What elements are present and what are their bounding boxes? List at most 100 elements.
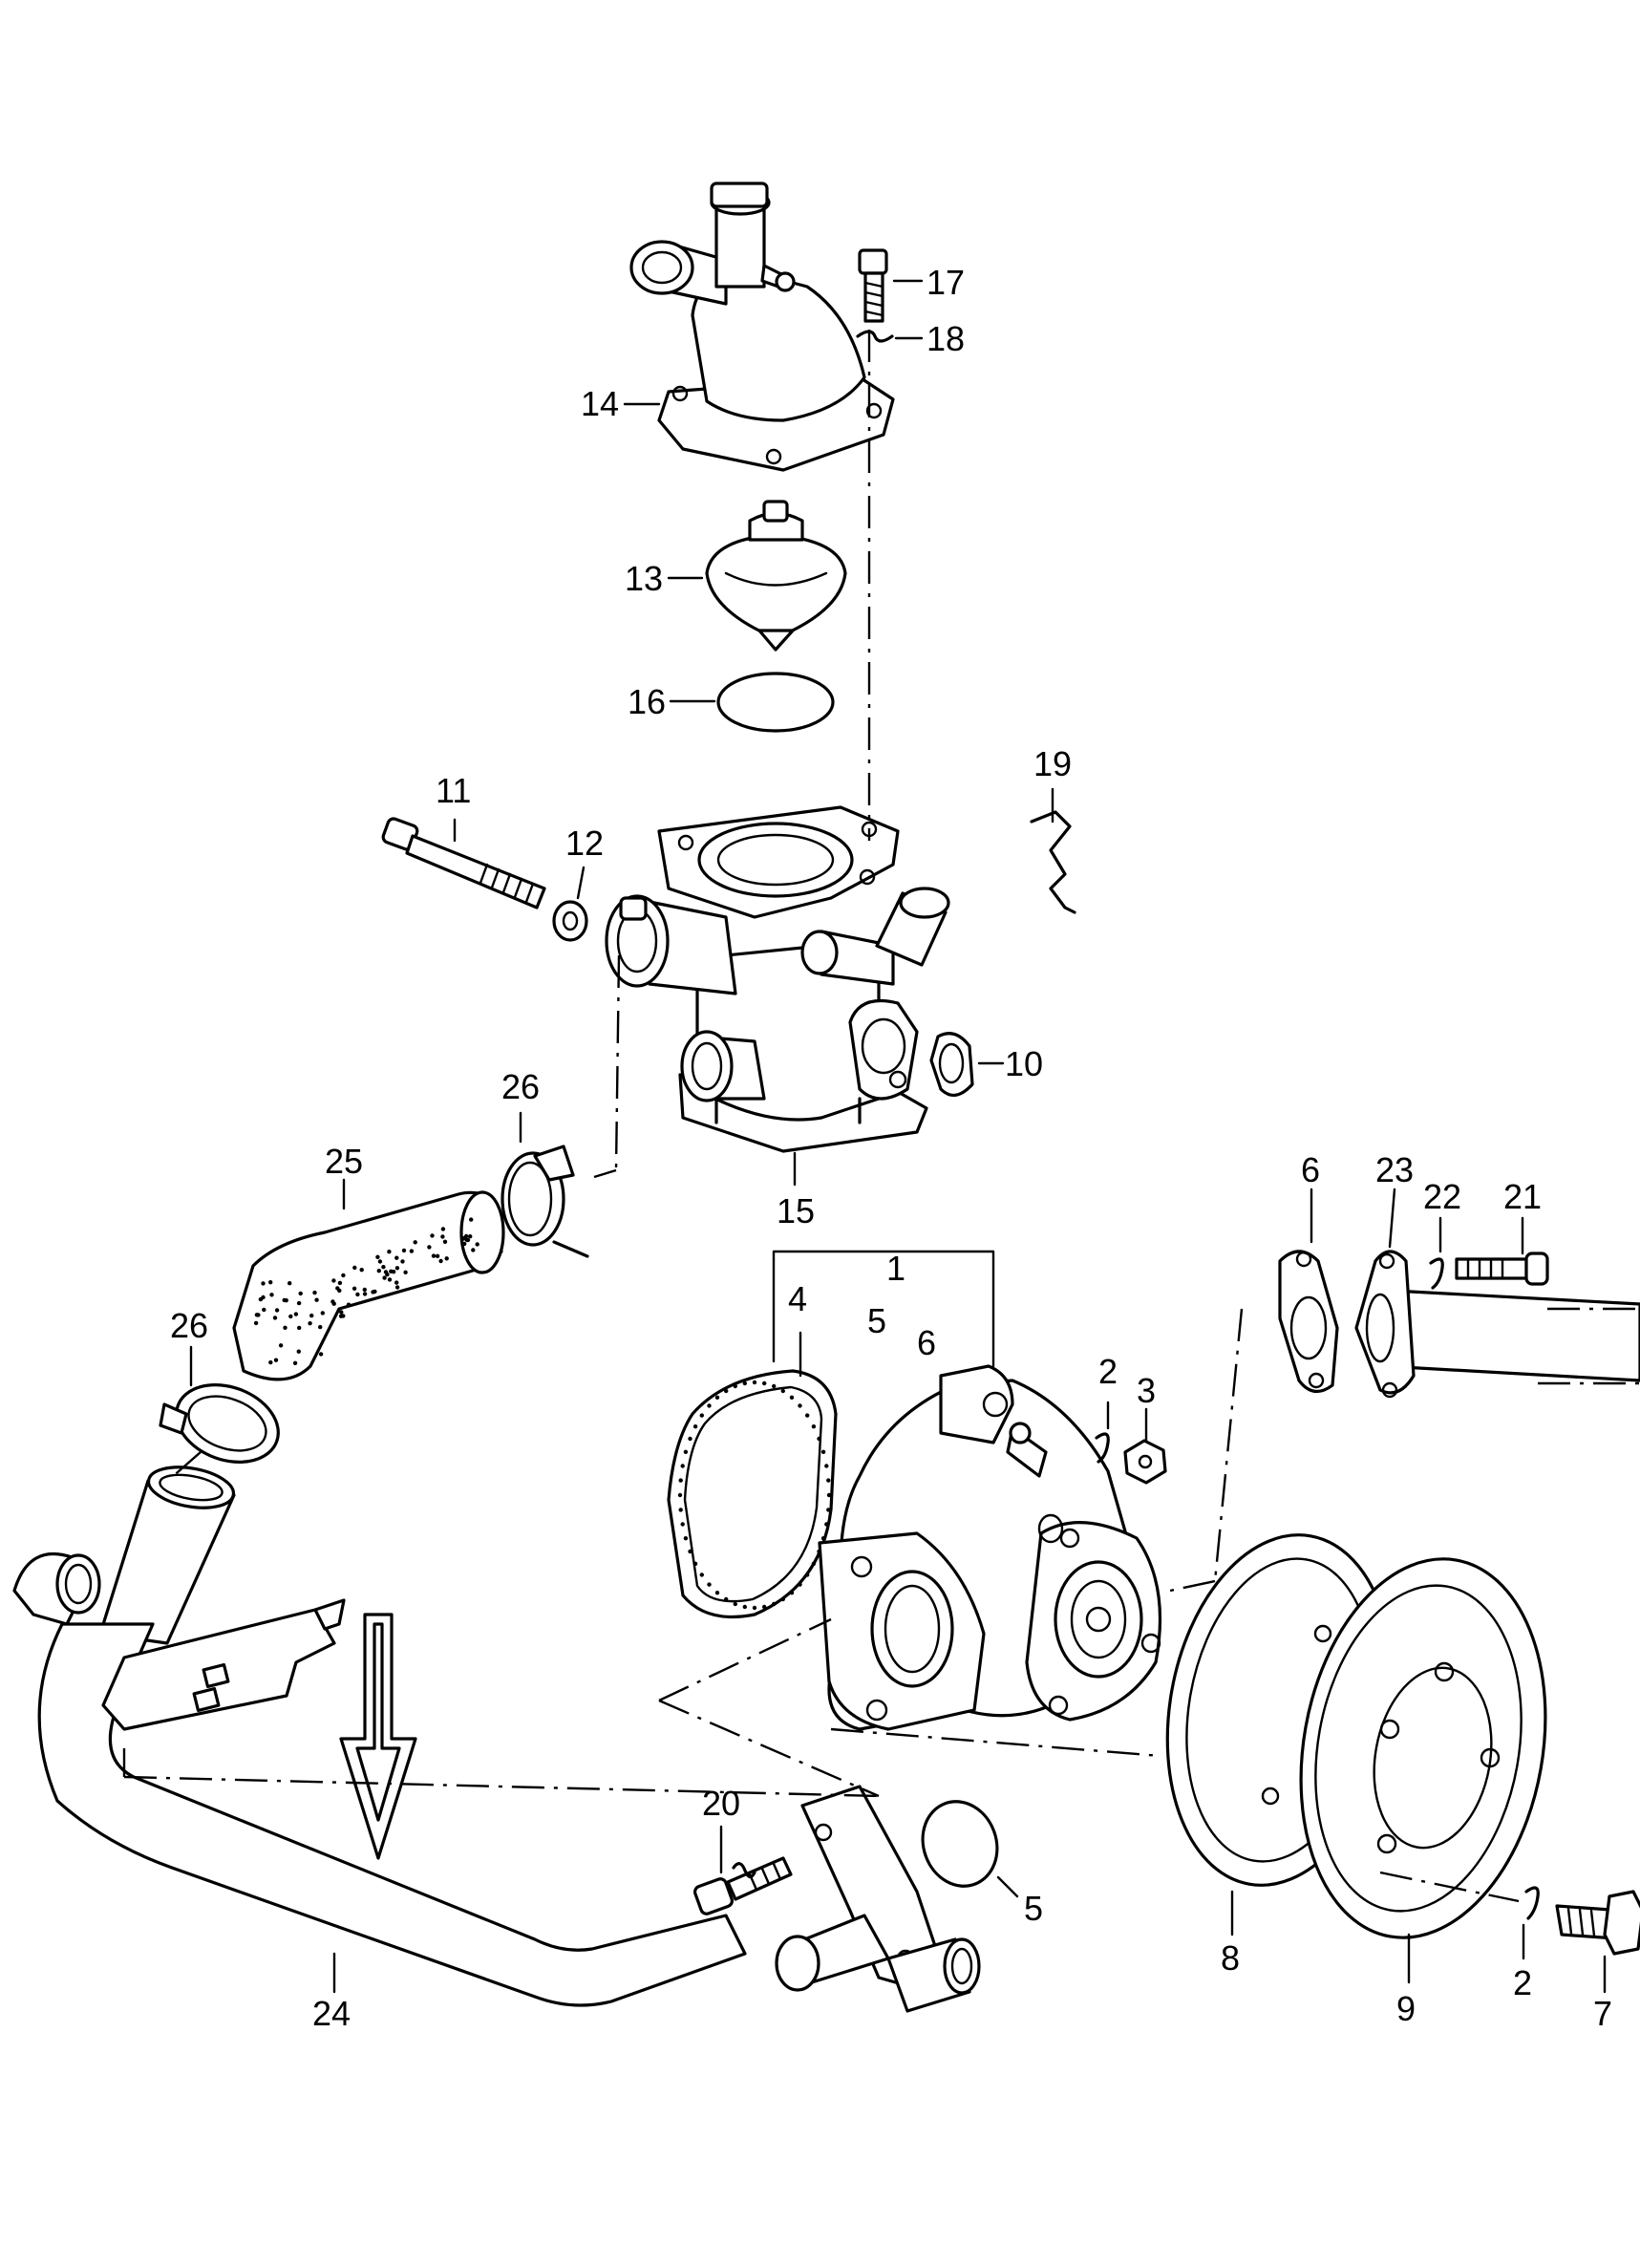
- stipple-dot: [820, 1536, 826, 1541]
- stipple-dot: [427, 1245, 432, 1250]
- stipple-dot: [273, 1358, 279, 1362]
- stipple-dot: [346, 1302, 351, 1307]
- stipple-dot: [355, 1292, 360, 1297]
- coolant-pipe: [12, 1466, 981, 2013]
- stipple-dot: [387, 1277, 393, 1282]
- stipple-dot: [292, 1360, 298, 1366]
- stipple-dot: [688, 1549, 692, 1554]
- label-part-3: 3: [1137, 1371, 1156, 1410]
- stipple-dot: [272, 1316, 278, 1320]
- stipple-dot: [463, 1233, 469, 1239]
- front-pulley: [1299, 1557, 1547, 1939]
- stipple-dot: [780, 1388, 785, 1394]
- stipple-dot: [752, 1605, 757, 1611]
- stipple-dot: [762, 1604, 767, 1610]
- stipple-dot: [826, 1478, 831, 1483]
- stipple-dot: [680, 1522, 685, 1527]
- stipple-dot: [826, 1508, 831, 1512]
- hose-texture: [253, 1217, 479, 1366]
- stipple-dot: [707, 1582, 712, 1587]
- stipple-dot: [341, 1273, 346, 1278]
- stipple-dot: [268, 1359, 273, 1365]
- pipe-bolt: [692, 1856, 793, 1915]
- stipple-dot: [440, 1227, 446, 1231]
- stipple-dot: [351, 1286, 357, 1292]
- part-labels: 14 13 16 17 18 11 12 19 10 15 26 25 26 1…: [170, 263, 1612, 2033]
- stipple-dot: [683, 1536, 689, 1541]
- label-part-15: 15: [777, 1191, 815, 1230]
- flat-washer: [552, 900, 588, 942]
- label-part-4: 4: [788, 1279, 807, 1318]
- stipple-dot: [699, 1413, 704, 1418]
- stipple-dot: [383, 1270, 389, 1274]
- stipple-dot: [352, 1265, 357, 1271]
- stipple-dot: [471, 1248, 476, 1252]
- label-part-11: 11: [436, 771, 471, 810]
- stipple-dot: [331, 1278, 336, 1283]
- stipple-dot: [772, 1601, 777, 1607]
- flange-pipe: [1354, 1250, 1640, 1399]
- stipple-dot: [387, 1250, 392, 1254]
- label-part-22: 22: [1423, 1177, 1461, 1216]
- stipple-dot: [683, 1449, 689, 1455]
- stipple-dot: [381, 1265, 386, 1270]
- stipple-dot: [308, 1321, 312, 1326]
- label-part-25: 25: [325, 1142, 363, 1181]
- stipple-dot: [312, 1290, 317, 1295]
- stipple-dot: [296, 1300, 302, 1306]
- stipple-dot: [798, 1403, 802, 1408]
- stipple-dot: [714, 1591, 720, 1595]
- label-part-2-lower: 2: [1513, 1963, 1532, 2002]
- stipple-dot: [338, 1314, 344, 1318]
- stipple-dot: [692, 1561, 698, 1567]
- label-part-6-lower: 6: [1301, 1150, 1320, 1189]
- stipple-dot: [331, 1301, 336, 1306]
- pipe-o-ring: [921, 1800, 999, 1888]
- pump-gasket-texture: [677, 1380, 832, 1611]
- stipple-dot: [293, 1312, 299, 1316]
- coolant-hose: [232, 1190, 505, 1381]
- hose-clamp-lower: [159, 1383, 280, 1464]
- label-part-26-lower: 26: [170, 1306, 208, 1345]
- leader-lines: [189, 279, 1607, 1994]
- stipple-dot: [805, 1573, 810, 1577]
- stipple-dot: [733, 1601, 737, 1607]
- stipple-dot: [394, 1280, 399, 1285]
- stipple-dot: [811, 1424, 817, 1429]
- stipple-dot: [465, 1237, 471, 1243]
- long-bolt: [381, 817, 546, 909]
- stipple-dot: [442, 1239, 448, 1245]
- stipple-dot: [284, 1298, 288, 1303]
- stipple-dot: [826, 1492, 832, 1498]
- label-part-8: 8: [1221, 1938, 1240, 1978]
- label-part-9: 9: [1396, 1989, 1416, 2028]
- stipple-dot: [444, 1256, 449, 1261]
- label-part-17: 17: [926, 263, 965, 302]
- sealing-ring: [716, 672, 835, 733]
- stipple-dot: [772, 1383, 777, 1389]
- stipple-dot: [296, 1349, 301, 1354]
- stipple-dot: [431, 1253, 437, 1258]
- stipple-dot: [394, 1266, 400, 1271]
- stipple-dot: [314, 1297, 319, 1302]
- label-part-5-upper: 5: [867, 1301, 886, 1340]
- stipple-dot: [714, 1395, 720, 1401]
- thermostat-housing: [605, 805, 950, 1153]
- label-part-12: 12: [565, 824, 604, 863]
- down-arrow-icon: [339, 1613, 417, 1860]
- stipple-dot: [320, 1311, 325, 1316]
- spring-washer: [1095, 1432, 1110, 1464]
- stipple-dot: [394, 1255, 399, 1260]
- stipple-dot: [742, 1604, 747, 1610]
- lock-washer: [856, 330, 894, 343]
- label-part-1: 1: [886, 1249, 905, 1288]
- stipple-dot: [337, 1280, 343, 1286]
- stipple-dot: [288, 1281, 292, 1286]
- spring-washer-2: [1524, 1886, 1540, 1920]
- stipple-dot: [359, 1268, 364, 1273]
- stipple-dot: [269, 1293, 274, 1297]
- pulley-bolt: [1555, 1890, 1640, 1956]
- stipple-dot: [692, 1424, 698, 1429]
